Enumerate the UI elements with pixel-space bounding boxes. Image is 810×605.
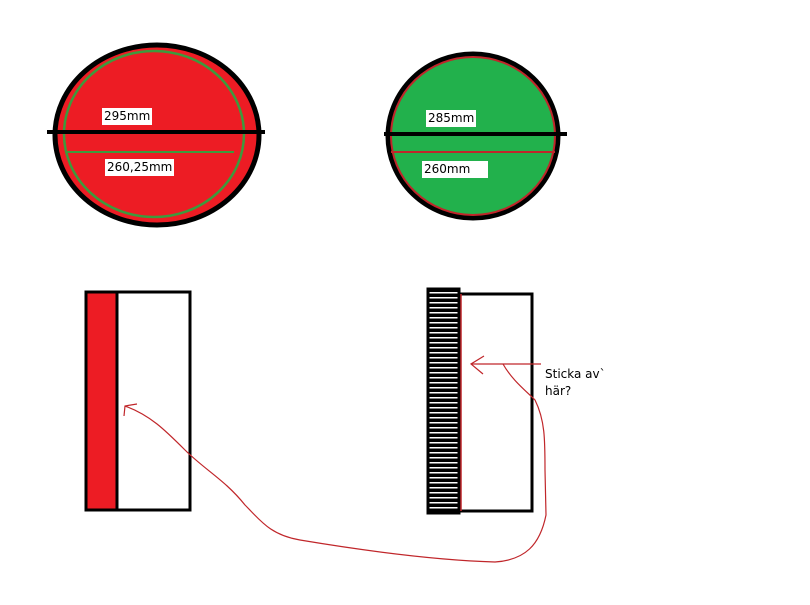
- arrowhead-icon: [469, 355, 485, 375]
- right-inner-diameter-label: 260mm: [422, 161, 489, 178]
- right-outer-diameter-label: 285mm: [426, 110, 477, 127]
- left-circle: [47, 42, 265, 228]
- right-circle: [384, 51, 567, 221]
- annotation-line-1: Sticka av`: [545, 367, 606, 381]
- annotation-line-2: här?: [545, 384, 572, 398]
- left-inner-diameter-label: 260,25mm: [105, 159, 175, 176]
- curved-arrow: [124, 363, 547, 563]
- left-outer-diameter-label: 295mm: [102, 108, 153, 125]
- annotation-arrows: [123, 355, 547, 563]
- curved-arrowhead-icon: [123, 403, 138, 417]
- hatched-strip: [426, 287, 461, 515]
- right-profile: [426, 287, 534, 515]
- left-profile: [84, 290, 192, 512]
